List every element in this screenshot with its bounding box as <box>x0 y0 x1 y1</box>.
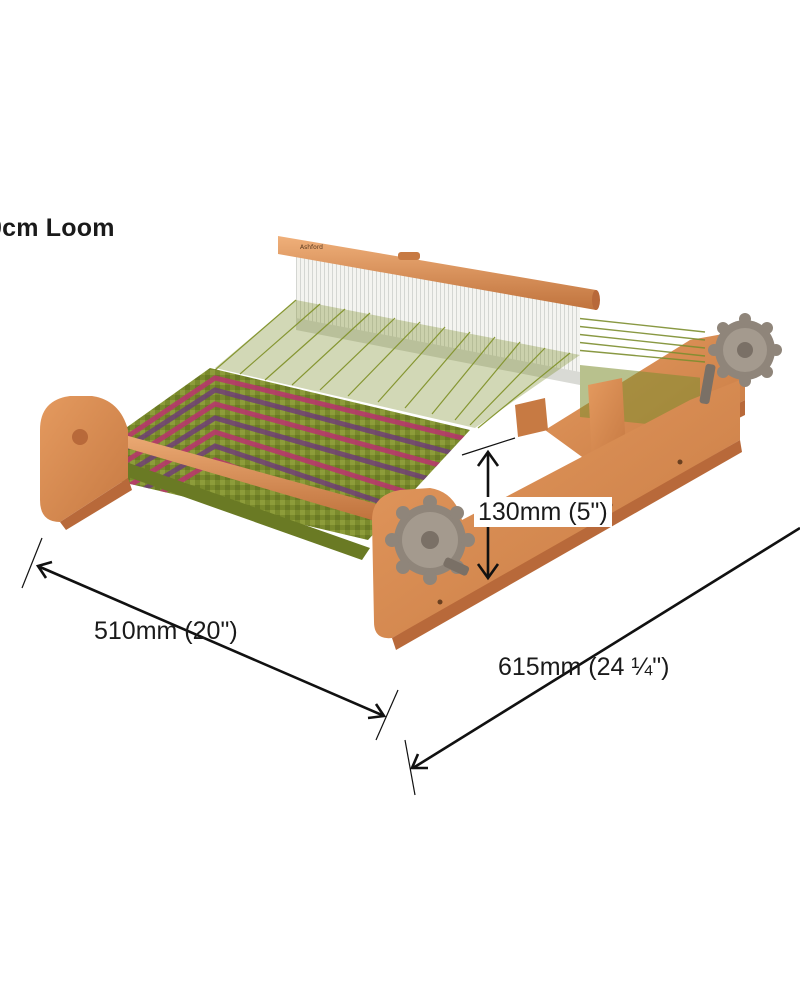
back-warp-threads <box>574 317 706 363</box>
rigid-heddle-reed <box>296 248 580 385</box>
arrow-icon <box>404 526 800 796</box>
warp-threads <box>214 299 571 429</box>
arrow-icon <box>21 537 399 741</box>
reed-brand-text: Ashford <box>300 244 323 251</box>
ratchet-knob-icon <box>699 313 782 405</box>
front-cloth-beam <box>72 425 380 560</box>
heddle-top-bar <box>278 236 600 310</box>
warp-shed <box>215 300 580 428</box>
width-dimension-label: 510mm (20") <box>94 617 238 645</box>
ratchet-knob-icon <box>385 495 475 585</box>
product-title-fragment: 0cm Loom <box>0 214 115 242</box>
height-dimension-label: 130mm (5") <box>474 497 612 527</box>
left-side-frame <box>40 396 132 530</box>
heddle-support-posts <box>515 378 626 458</box>
depth-dimension-label: 615mm (24 ¼") <box>498 653 670 681</box>
